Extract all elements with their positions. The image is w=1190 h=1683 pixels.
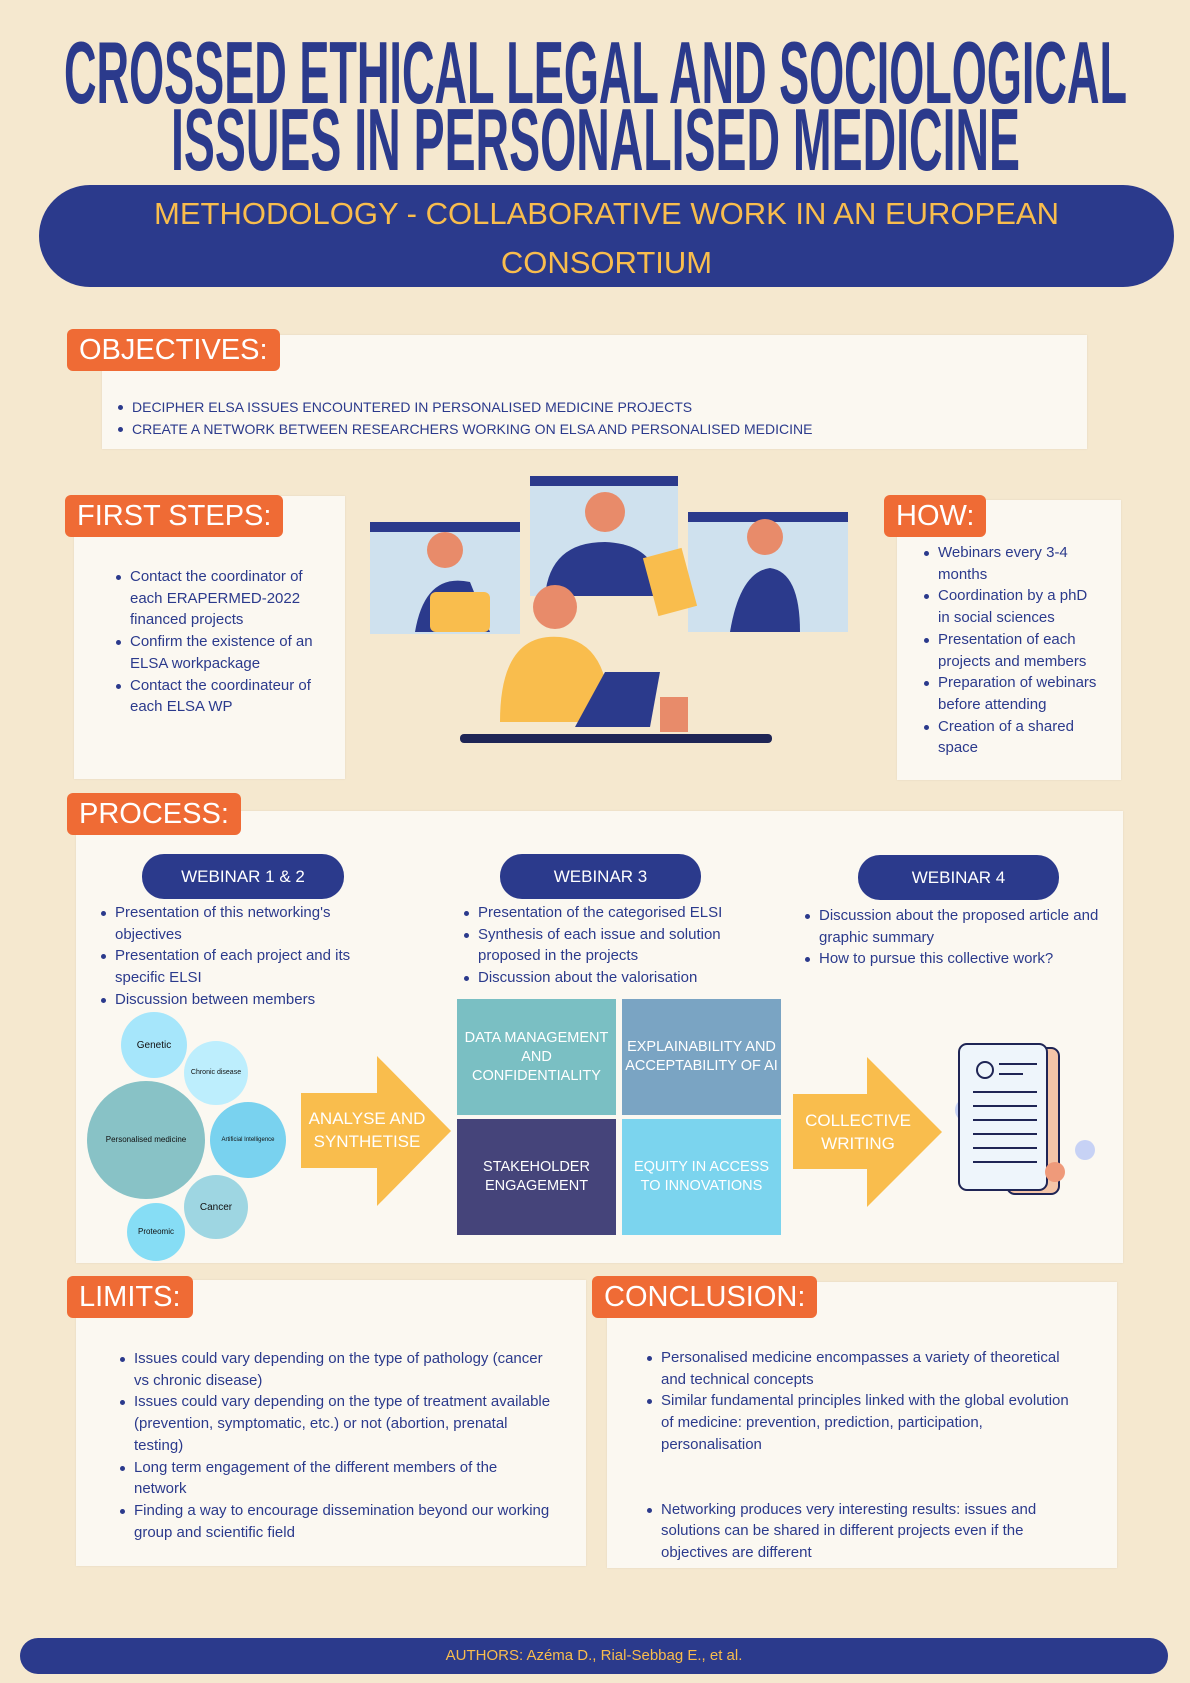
arrow-right-icon xyxy=(793,1057,942,1207)
title-line-2: ISSUES IN PERSONALISED MEDICINE xyxy=(171,90,1020,180)
subtitle-line-2: CONSORTIUM xyxy=(500,245,713,280)
webinar-item: Presentation of this networking's object… xyxy=(99,902,381,945)
how-item: Coordination by a phD in social sciences xyxy=(922,585,1098,628)
how-item: Webinars every 3-4 months xyxy=(922,542,1098,585)
first-steps-card xyxy=(74,496,345,779)
conclusion-item: Similar fundamental principles linked wi… xyxy=(645,1390,1085,1455)
circle-genetic: Genetic xyxy=(121,1012,187,1078)
how-card xyxy=(897,500,1121,780)
first-step-item: Contact the coordinateur of each ELSA WP xyxy=(114,675,315,718)
how-item: Creation of a shared space xyxy=(922,716,1098,759)
quadrant-explainability: EXPLAINABILITY AND ACCEPTABILITY OF AI xyxy=(622,999,781,1115)
conclusion-card xyxy=(607,1282,1117,1568)
limit-item: Finding a way to encourage dissemination… xyxy=(118,1500,552,1543)
limits-heading: LIMITS: xyxy=(67,1276,193,1318)
quadrant-equity: EQUITY IN ACCESS TO INNOVATIONS xyxy=(622,1119,781,1235)
objectives-heading: OBJECTIVES: xyxy=(67,329,280,371)
video-call-illustration xyxy=(370,476,848,743)
document-icon xyxy=(955,1043,1095,1195)
webinar-item: Presentation of each project and its spe… xyxy=(99,945,381,988)
how-item: Presentation of each projects and member… xyxy=(922,629,1098,672)
conclusion-heading: CONCLUSION: xyxy=(592,1276,818,1318)
limit-item: Issues could vary depending on the type … xyxy=(118,1391,552,1456)
conclusion-item: Personalised medicine encompasses a vari… xyxy=(645,1347,1085,1390)
circle-personalised-medicine: Personalised medicine xyxy=(87,1081,205,1199)
circle-cancer: Cancer xyxy=(184,1175,248,1239)
poster-title: CROSSED ETHICAL LEGAL AND SOCIOLOGICAL I… xyxy=(64,23,1127,180)
title-line-1: CROSSED ETHICAL LEGAL AND SOCIOLOGICAL xyxy=(64,23,1127,122)
how-item: Preparation of webinars before attending xyxy=(922,672,1098,715)
limits-card xyxy=(76,1280,586,1566)
webinar-item: Discussion about the valorisation xyxy=(462,967,760,989)
objective-item: DECIPHER ELSA ISSUES ENCOUNTERED IN PERS… xyxy=(116,396,1016,418)
circle-chronic-disease: Chronic disease xyxy=(184,1041,248,1105)
webinar-item: Synthesis of each issue and solution pro… xyxy=(462,924,760,967)
quadrant-data-management: DATA MANAGEMENT AND CONFIDENTIALITY xyxy=(457,999,616,1115)
subtitle-banner: METHODOLOGY - COLLABORATIVE WORK IN AN E… xyxy=(39,185,1174,287)
webinar-item: Discussion between members xyxy=(99,989,381,1011)
arrow-right-icon xyxy=(301,1056,451,1206)
authors-footer: AUTHORS: Azéma D., Rial-Sebbag E., et al… xyxy=(20,1638,1168,1674)
analyse-label: ANALYSE AND SYNTHETISE xyxy=(308,1109,426,1151)
first-step-item: Confirm the existence of an ELSA workpac… xyxy=(114,631,315,674)
objective-item: CREATE A NETWORK BETWEEN RESEARCHERS WOR… xyxy=(116,418,1016,440)
first-step-item: Contact the coordinator of each ERAPERME… xyxy=(114,566,315,631)
quadrant-stakeholder: STAKEHOLDER ENGAGEMENT xyxy=(457,1119,616,1235)
how-heading: HOW: xyxy=(884,495,987,537)
conclusion-item: Networking produces very interesting res… xyxy=(645,1499,1085,1564)
process-heading: PROCESS: xyxy=(67,793,241,835)
collective-writing-label: COLLECTIVE WRITING xyxy=(805,1111,911,1153)
webinar-3-badge: WEBINAR 3 xyxy=(500,854,701,899)
first-steps-heading: FIRST STEPS: xyxy=(65,495,284,537)
limit-item: Issues could vary depending on the type … xyxy=(118,1348,552,1391)
circle-proteomic: Proteomic xyxy=(127,1203,185,1261)
webinar-item: Presentation of the categorised ELSI xyxy=(462,902,760,924)
webinar-item: Discussion about the proposed article an… xyxy=(803,905,1099,948)
webinar-item: How to pursue this collective work? xyxy=(803,948,1099,970)
subtitle-line-1: METHODOLOGY - COLLABORATIVE WORK IN AN E… xyxy=(154,196,1059,231)
circle-artificial-intelligence: Artificial Intelligence xyxy=(210,1102,286,1178)
webinar-4-badge: WEBINAR 4 xyxy=(858,855,1059,900)
webinar-1-2-badge: WEBINAR 1 & 2 xyxy=(142,854,344,899)
limit-item: Long term engagement of the different me… xyxy=(118,1457,552,1500)
